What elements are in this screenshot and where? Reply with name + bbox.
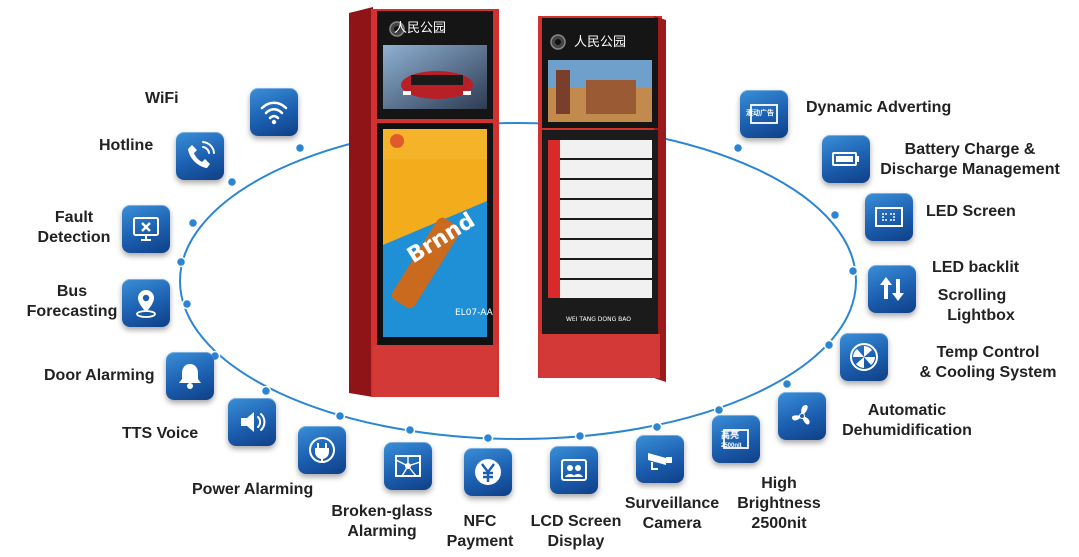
label-hotline: Hotline (99, 137, 154, 154)
wifi-icon (250, 88, 298, 136)
dynamic-icon-text: 滚动广告 (746, 110, 774, 117)
kiosk-left (349, 7, 499, 397)
kiosk-right-footer: WEI TANG DONG BAO (566, 316, 631, 323)
kiosk-left-ad-date: EL07-AA (455, 308, 493, 318)
battery-icon (822, 135, 870, 183)
label-wifi: WiFi (145, 90, 179, 107)
door-alarm-bell-icon (166, 352, 214, 400)
power-plug-icon (298, 426, 346, 474)
ring-dots (175, 142, 859, 444)
brightness-icon-text-bottom: 2500nit (721, 443, 742, 449)
bus-forecasting-icon (122, 279, 170, 327)
cooling-fan-icon (840, 333, 888, 381)
kiosk-right-sign: 人民公园 (574, 35, 627, 50)
label-dynamic-adverting: Dynamic Adverting (806, 99, 952, 116)
label-led-screen: LED Screen (926, 203, 1016, 220)
led-screen-icon (865, 193, 913, 241)
fault-detection-icon (122, 205, 170, 253)
dynamic-advertising-icon (740, 90, 788, 138)
nfc-payment-yen-icon (464, 448, 512, 496)
surveillance-camera-icon (636, 435, 684, 483)
kiosk-left-sign: 人民公园 (394, 21, 447, 36)
led-backlit-arrows-icon (868, 265, 916, 313)
broken-glass-icon (384, 442, 432, 490)
label-tts-voice: TTS Voice (122, 425, 199, 442)
tts-voice-speaker-icon (228, 398, 276, 446)
kiosk-right (538, 16, 666, 382)
hotline-icon (176, 132, 224, 180)
label-door-alarming: Door Alarming (44, 367, 155, 384)
high-brightness-icon (712, 415, 760, 463)
label-led-backlit: LED backlit (932, 259, 1020, 276)
label-battery: Battery Charge &Discharge Management (880, 141, 1060, 178)
dehumidification-fan-icon (778, 392, 826, 440)
label-power-alarming: Power Alarming (192, 481, 314, 498)
brightness-icon-text-top: 高亮 (721, 430, 740, 440)
label-temp-control: Temp Control& Cooling System (919, 344, 1057, 381)
route-lines (548, 140, 652, 298)
lcd-screen-display-icon (550, 446, 598, 494)
